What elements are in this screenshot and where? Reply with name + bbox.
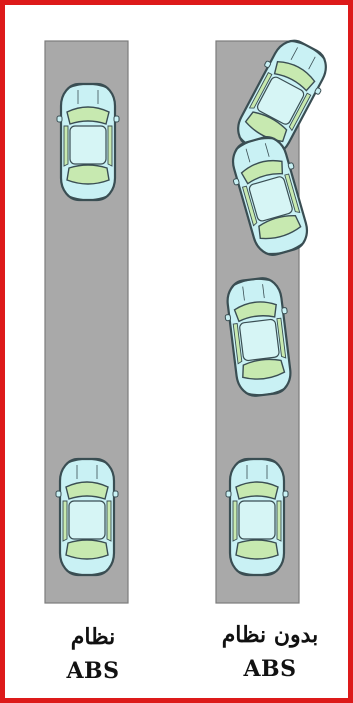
- car-icon: [56, 459, 118, 575]
- left-lane-label-abs: ABS: [38, 660, 148, 682]
- car-icon: [57, 84, 119, 200]
- left-lane-label-arabic: نظام: [38, 626, 148, 648]
- right-lane-label-abs: ABS: [200, 658, 340, 680]
- car-with-abs-end: [56, 459, 118, 575]
- car-with-abs-start: [57, 84, 119, 200]
- car-icon: [226, 459, 288, 575]
- car-without-abs-end: [226, 459, 288, 575]
- right-lane-label-arabic: بدون نظام: [200, 624, 340, 646]
